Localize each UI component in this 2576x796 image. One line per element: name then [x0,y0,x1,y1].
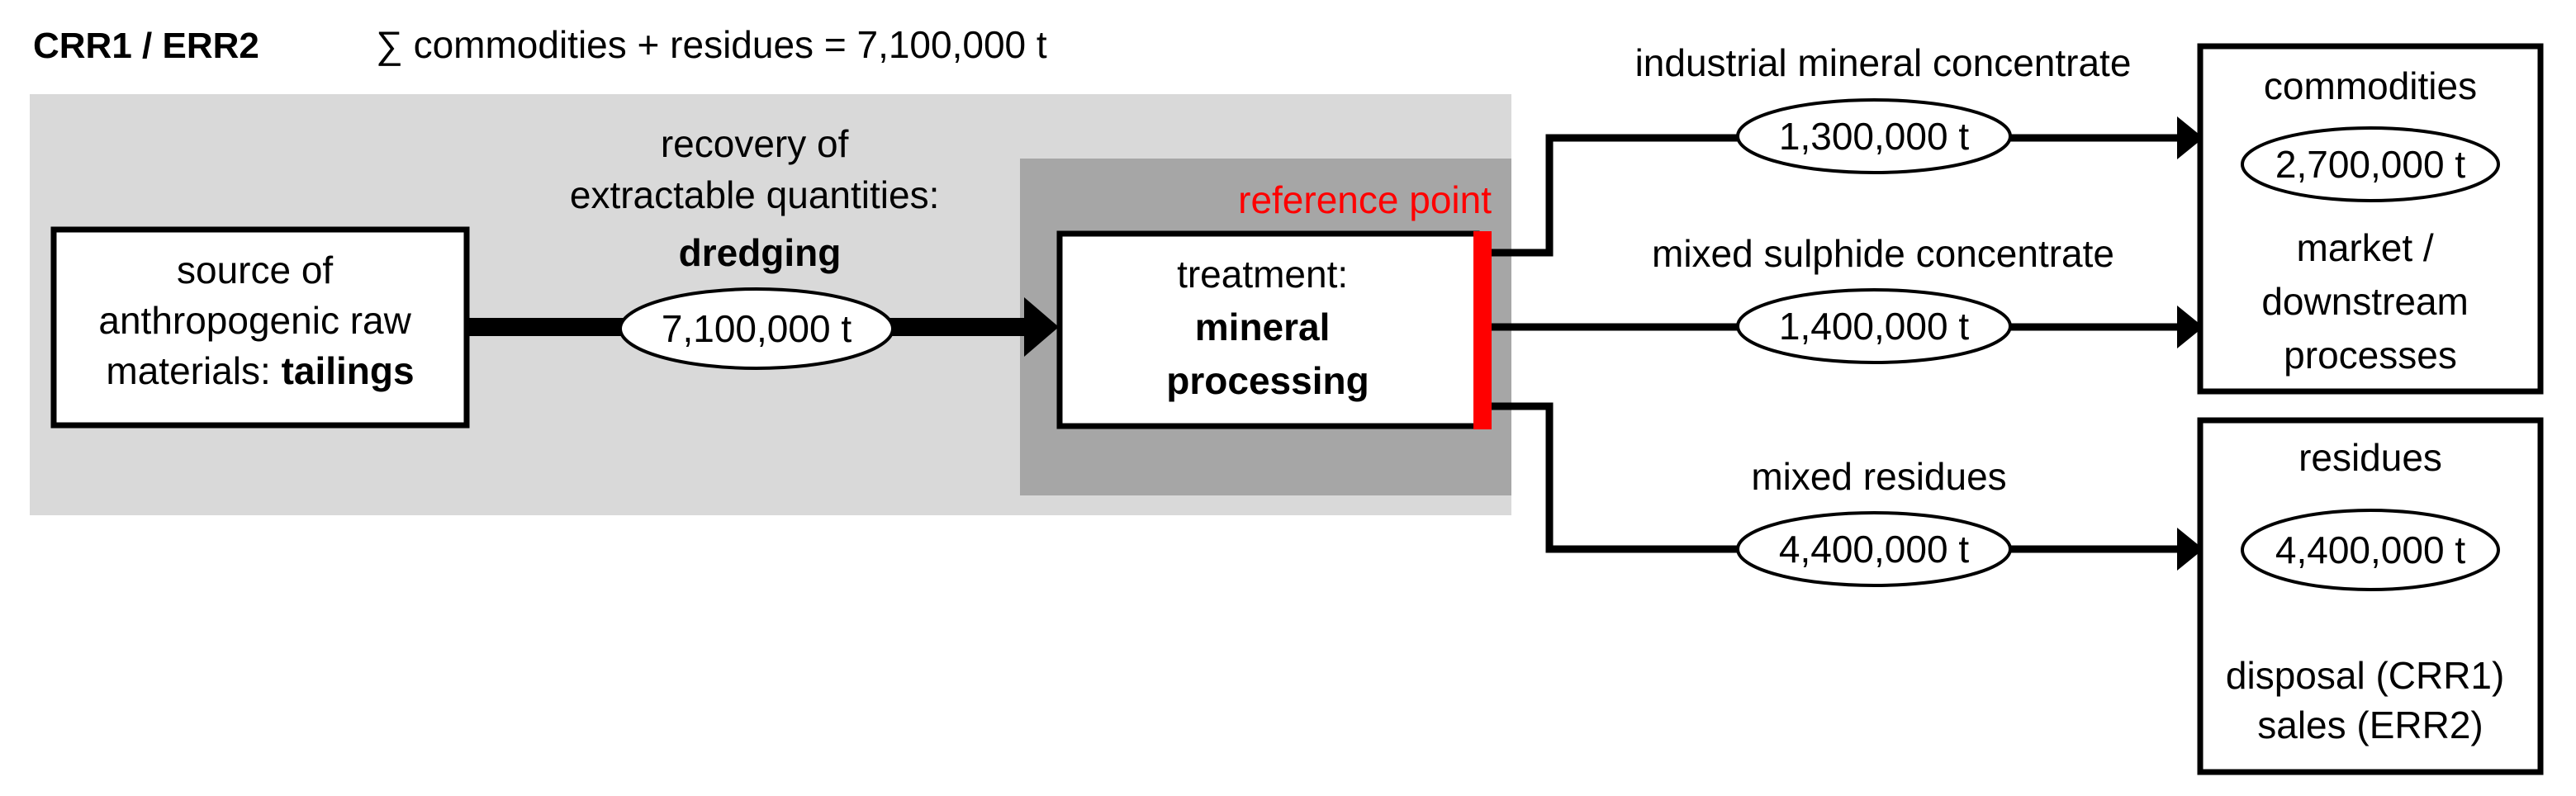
residues-destination: disposal (CRR1) sales (ERR2) [2226,654,2515,746]
source-label-bold: tailings [282,349,415,392]
sulphide-arrowhead [2177,306,2204,348]
commodities-quantity-ellipse [2241,126,2500,202]
reference-point-marker [1473,231,1492,429]
residues-box-quantity: 4,400,000 t [2275,528,2465,571]
residues-box-quantity-ellipse [2241,509,2500,591]
commodities-quantity: 2,700,000 t [2275,143,2465,186]
recovery-method: dredging [679,231,842,274]
source-box [50,226,470,429]
diagram-title: CRR1 / ERR2 [33,26,259,66]
commodities-destination: market / downstream processes [2261,226,2479,377]
commodities-box [2197,43,2544,395]
recovery-label: recovery of extractable quantities: dred… [570,122,950,274]
residues-flow-label: mixed residues [1751,455,2006,498]
sulphide-flow-label: mixed sulphide concentrate [1652,232,2114,275]
mass-balance-formula: ∑ commodities + residues = 7,100,000 t [376,23,1047,66]
dredging-quantity: 7,100,000 t [662,307,852,350]
sulphide-quantity: 1,400,000 t [1779,305,1969,348]
industrial-quantity-ellipse [1736,98,2012,174]
dredging-arrowhead [1024,297,1059,357]
industrial-flow-label: industrial mineral concentrate [1635,41,2132,84]
industrial-quantity: 1,300,000 t [1779,115,1969,158]
residues-quantity: 4,400,000 t [1779,528,1969,571]
dredging-quantity-ellipse [619,287,894,370]
treatment-text: treatment: mineral processing [1166,253,1369,402]
source-text: source of anthropogenic raw materials: t… [98,249,421,392]
reference-point-label: reference point [1238,178,1492,221]
residues-box [2197,417,2544,775]
commodities-title: commodities [2264,64,2477,107]
sulphide-quantity-ellipse [1736,288,2012,364]
residues-arrowhead [2177,528,2204,571]
treatment-box [1056,230,1480,429]
residues-quantity-ellipse [1736,511,2012,587]
residues-title: residues [2298,436,2442,479]
industrial-arrowhead [2177,116,2204,159]
source-label-prefix: materials: [106,349,281,392]
